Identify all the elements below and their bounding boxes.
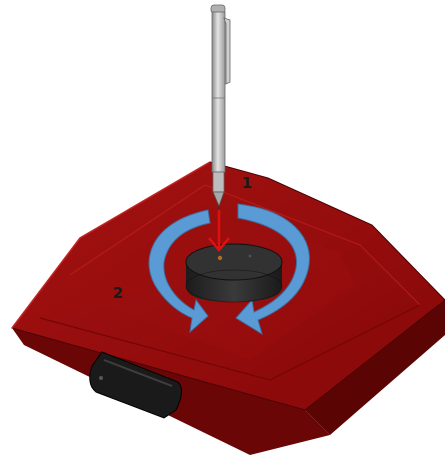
device-housing	[12, 162, 445, 455]
rotary-knob	[186, 244, 282, 302]
step-2-label: 2	[113, 284, 123, 302]
step-1-label: 1	[242, 174, 252, 192]
